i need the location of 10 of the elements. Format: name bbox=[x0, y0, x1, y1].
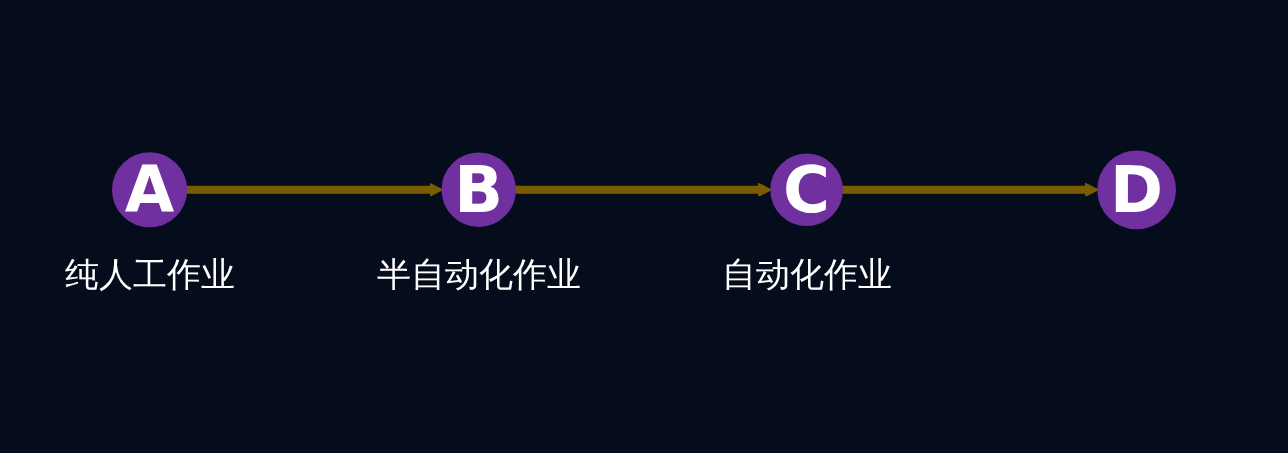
arrow bbox=[842, 182, 1099, 198]
node-circle: B bbox=[441, 152, 516, 228]
node-caption: 半自动化作业 bbox=[376, 253, 581, 296]
node-caption: 自动化作业 bbox=[721, 253, 892, 296]
arrow bbox=[186, 182, 443, 198]
node-caption: 纯人工作业 bbox=[64, 253, 235, 296]
node-circle: A bbox=[112, 152, 188, 228]
arrow bbox=[515, 182, 772, 198]
node-circle: D bbox=[1097, 150, 1176, 230]
node-circle: C bbox=[770, 153, 843, 227]
